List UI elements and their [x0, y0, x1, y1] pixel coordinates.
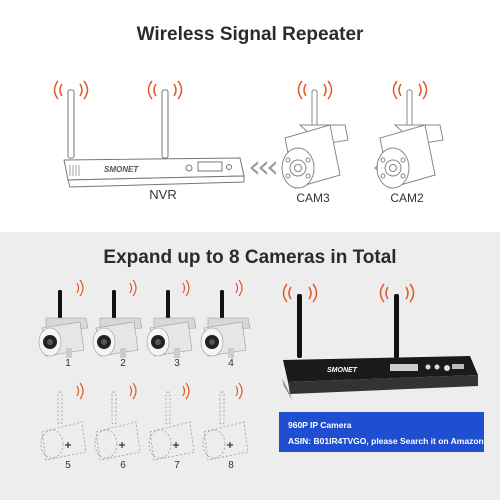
top-section [0, 0, 500, 232]
camera-6-number: 6 [120, 460, 126, 471]
camera-7-placeholder [148, 382, 195, 461]
camera-4-number: 4 [228, 358, 234, 369]
camera-8-placeholder [202, 382, 249, 461]
cam3-label: CAM3 [296, 191, 330, 205]
camera-2-number: 2 [120, 358, 126, 369]
top-title: Wireless Signal Repeater [136, 24, 364, 45]
product-info-box: 960P IP Camera ASIN: B01IR4TVGO, please … [279, 412, 484, 452]
camera-7-number: 7 [174, 460, 180, 471]
camera-2-image [92, 279, 143, 359]
camera-5-placeholder [40, 382, 87, 461]
camera-8-number: 8 [228, 460, 234, 471]
camera-6-placeholder [94, 382, 141, 461]
nvr-label: NVR [149, 187, 177, 202]
nvr-brand-text: SMONET [104, 165, 139, 174]
nvr-outline-illustration: SMONET [53, 80, 444, 189]
cam2-label: CAM2 [390, 191, 424, 205]
bottom-title: Expand up to 8 Cameras in Total [103, 247, 397, 268]
camera-3-image [146, 279, 197, 359]
black-nvr-image: SMONET [282, 283, 478, 400]
info-camera-type: 960P IP Camera [288, 420, 352, 430]
info-asin: ASIN: B01IR4TVGO, please Search it on Am… [288, 436, 484, 446]
camera-1-image [38, 279, 89, 359]
black-nvr-brand-text: SMONET [327, 367, 358, 374]
camera-5-number: 5 [65, 460, 71, 471]
camera-3-number: 3 [174, 358, 180, 369]
camera-4-image [200, 279, 251, 359]
camera-1-number: 1 [65, 358, 71, 369]
